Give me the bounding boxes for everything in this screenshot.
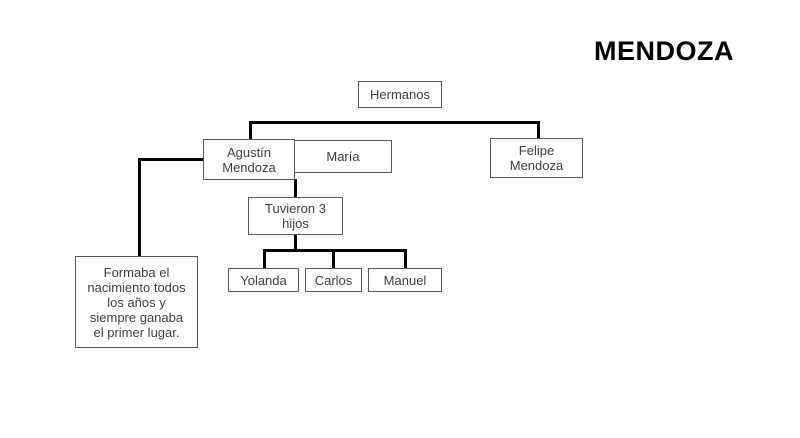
- node-agustin-mendoza: Agustín Mendoza: [203, 139, 295, 180]
- page-title: MENDOZA: [594, 36, 734, 66]
- connector-drop-manuel: [404, 249, 407, 269]
- node-maria: María: [294, 140, 392, 173]
- note-box: Formaba el nacimiento todos los años y s…: [75, 256, 198, 348]
- connector-note-horizontal: [138, 158, 204, 161]
- connector-drop-felipe: [537, 121, 540, 139]
- node-hermanos: Hermanos: [358, 81, 442, 108]
- connector-tuvieron-to-children: [294, 234, 297, 251]
- node-tuvieron-3-hijos: Tuvieron 3 hijos: [248, 197, 343, 235]
- connector-note-vertical: [138, 158, 141, 256]
- connector-children-horizontal: [263, 249, 407, 252]
- node-manuel: Manuel: [368, 268, 442, 292]
- node-carlos: Carlos: [305, 268, 362, 292]
- connector-drop-agustin: [249, 121, 252, 140]
- connector-drop-carlos: [332, 249, 335, 269]
- connector-top-horizontal: [249, 121, 540, 124]
- connector-agustin-to-tuvieron: [294, 179, 297, 198]
- node-felipe-mendoza: Felipe Mendoza: [490, 138, 583, 178]
- node-yolanda: Yolanda: [228, 268, 299, 292]
- connector-drop-yolanda: [263, 249, 266, 269]
